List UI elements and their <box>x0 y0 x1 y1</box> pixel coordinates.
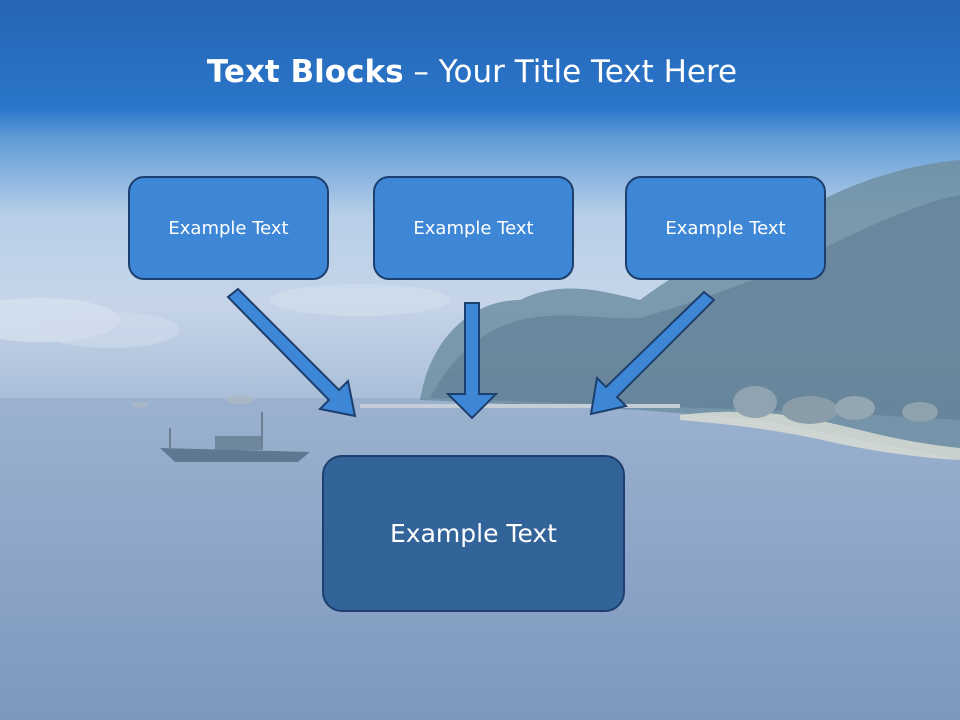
text-block-right-label: Example Text <box>665 217 786 239</box>
slide-title: Text Blocks – Your Title Text Here <box>0 54 944 90</box>
text-block-right: Example Text <box>625 176 826 280</box>
text-block-center-label: Example Text <box>413 217 534 239</box>
center-arrow <box>445 302 499 420</box>
title-rest: Your Title Text Here <box>438 54 738 90</box>
text-block-left-label: Example Text <box>168 217 289 239</box>
title-bold-part: Text Blocks <box>206 54 404 90</box>
title-dash: – <box>413 54 429 90</box>
text-block-bottom: Example Text <box>322 455 625 612</box>
text-block-left: Example Text <box>128 176 329 280</box>
left-arrow <box>226 287 357 418</box>
right-arrow <box>589 290 716 416</box>
text-block-center: Example Text <box>373 176 574 280</box>
text-block-bottom-label: Example Text <box>390 519 557 548</box>
